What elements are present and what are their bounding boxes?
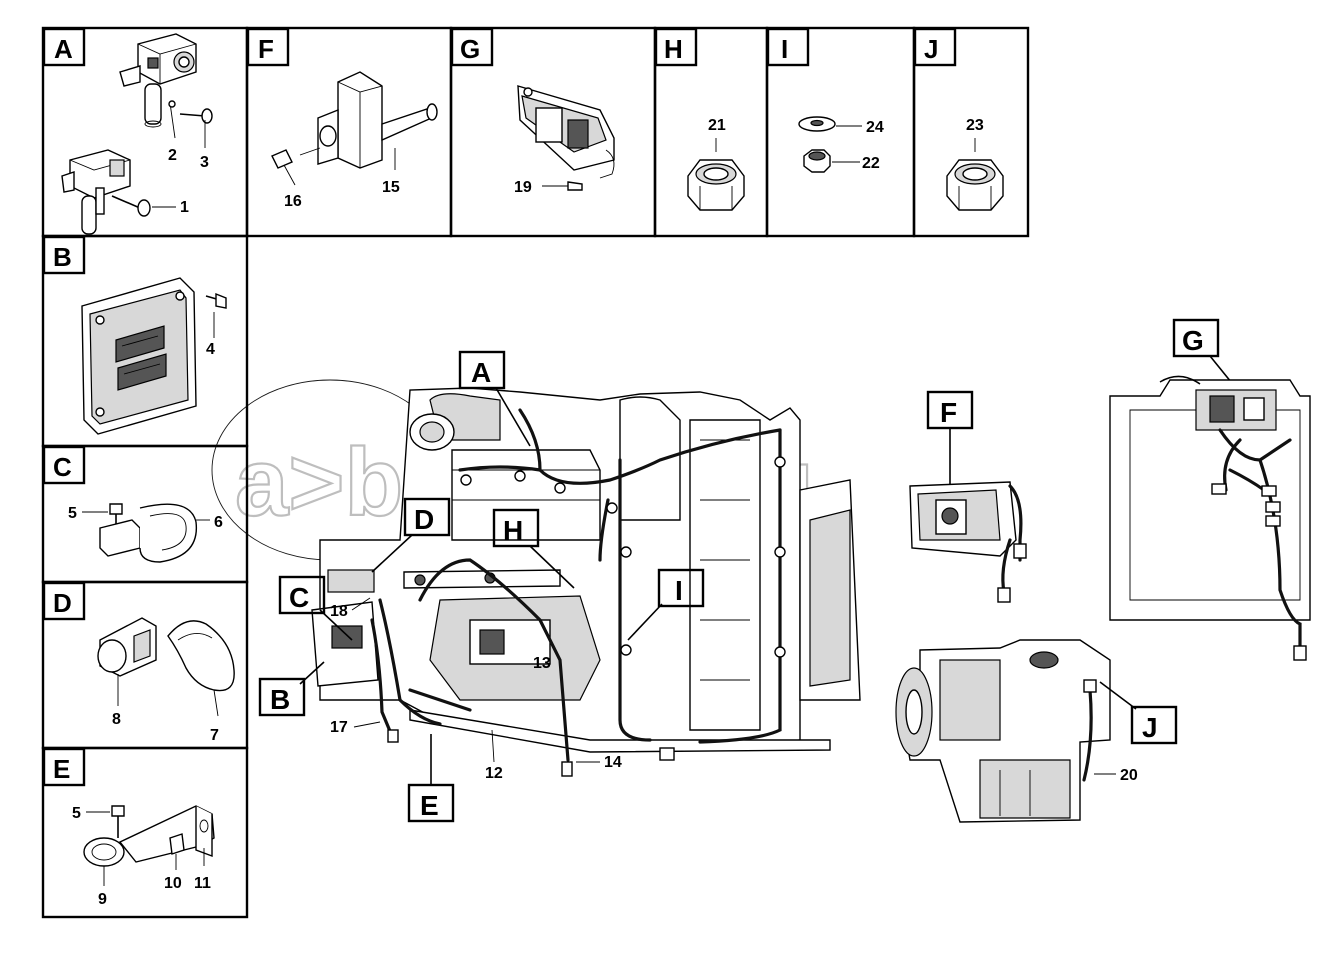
main-num-20: 20 (1120, 767, 1138, 784)
washer-24 (798, 116, 836, 132)
pressure-sensor-upper (119, 33, 197, 128)
callout-a-letter: A (471, 357, 491, 388)
panel-i-num-22: 22 (862, 155, 880, 172)
panel-e-letter: E (53, 754, 70, 784)
panel-d-num-7: 7 (210, 727, 219, 744)
panel-c-num-5: 5 (68, 505, 77, 522)
panel-i: I 24 22 (766, 27, 884, 173)
main-num-17: 17 (330, 719, 348, 736)
panel-b: B 4 (42, 235, 227, 435)
callout-i-letter: I (675, 575, 683, 606)
main-num-14: 14 (604, 754, 622, 771)
clamp-6 (99, 503, 198, 563)
engine-main-view (311, 387, 861, 777)
panel-f-num-16: 16 (284, 193, 302, 210)
f-detail-view: F (909, 390, 1027, 603)
panel-h: H 21 (654, 27, 745, 211)
panel-g-num-19: 19 (514, 179, 532, 196)
bracket-part-15 (317, 71, 438, 169)
j-detail-view: J 20 (895, 639, 1178, 823)
panel-j: J 23 (913, 27, 1004, 211)
panel-g: G 19 (450, 27, 615, 196)
panel-j-letter: J (924, 34, 938, 64)
callout-b-letter: B (270, 684, 290, 715)
panel-b-letter: B (53, 242, 72, 272)
ecu-module-b (81, 277, 197, 435)
main-num-18: 18 (330, 603, 348, 620)
nut-22 (803, 149, 831, 173)
panel-c-letter: C (53, 452, 72, 482)
control-module-g (517, 85, 615, 179)
panel-h-num-21: 21 (708, 117, 726, 134)
pressure-sensor-lower (61, 149, 131, 235)
panel-c: C 5 6 (42, 445, 223, 563)
clip-8 (97, 617, 157, 677)
callout-e-letter: E (420, 790, 439, 821)
panel-f-letter: F (258, 34, 274, 64)
clamp-9 (83, 837, 125, 867)
panel-f: F 16 15 (246, 27, 438, 210)
hex-nut-23 (946, 159, 1004, 211)
panel-e-num-11: 11 (194, 875, 211, 892)
callout-g-letter: G (1182, 325, 1204, 356)
callout-f-letter: F (940, 397, 957, 428)
panel-d: D 8 7 (42, 581, 235, 744)
panel-a-num-2: 2 (168, 147, 177, 164)
panel-e-num-5: 5 (72, 805, 81, 822)
panel-a-num-1: 1 (180, 199, 189, 216)
panel-i-num-24: 24 (866, 119, 884, 136)
panel-j-num-23: 23 (966, 117, 984, 134)
panel-b-num-4: 4 (206, 341, 215, 358)
bracket-11 (118, 805, 215, 863)
callout-d-letter: D (414, 504, 434, 535)
hex-nut-21 (687, 159, 745, 211)
panel-g-letter: G (460, 34, 480, 64)
main-callouts: A D H C I B E 18 17 12 13 14 (258, 350, 705, 823)
callout-h-letter: H (503, 515, 523, 546)
main-num-12: 12 (485, 765, 503, 782)
panel-e-num-9: 9 (98, 891, 107, 908)
panel-e-num-10: 10 (164, 875, 182, 892)
panel-d-letter: D (53, 588, 72, 618)
main-num-13: 13 (533, 655, 551, 672)
panel-f-num-15: 15 (382, 179, 400, 196)
panel-e: E 5 9 10 11 (42, 747, 215, 908)
panel-i-letter: I (781, 34, 788, 64)
callout-j-letter: J (1142, 712, 1158, 743)
panel-h-letter: H (664, 34, 683, 64)
panel-a-num-3: 3 (200, 154, 209, 171)
panel-a-letter: A (54, 34, 73, 64)
panel-grid (41, 26, 1030, 919)
panel-c-num-6: 6 (214, 514, 223, 531)
panel-a: A 2 3 1 (42, 27, 213, 235)
strap-7 (167, 620, 235, 692)
panel-d-num-8: 8 (112, 711, 121, 728)
g-detail-view: G (1109, 318, 1311, 661)
callout-c-letter: C (289, 582, 309, 613)
